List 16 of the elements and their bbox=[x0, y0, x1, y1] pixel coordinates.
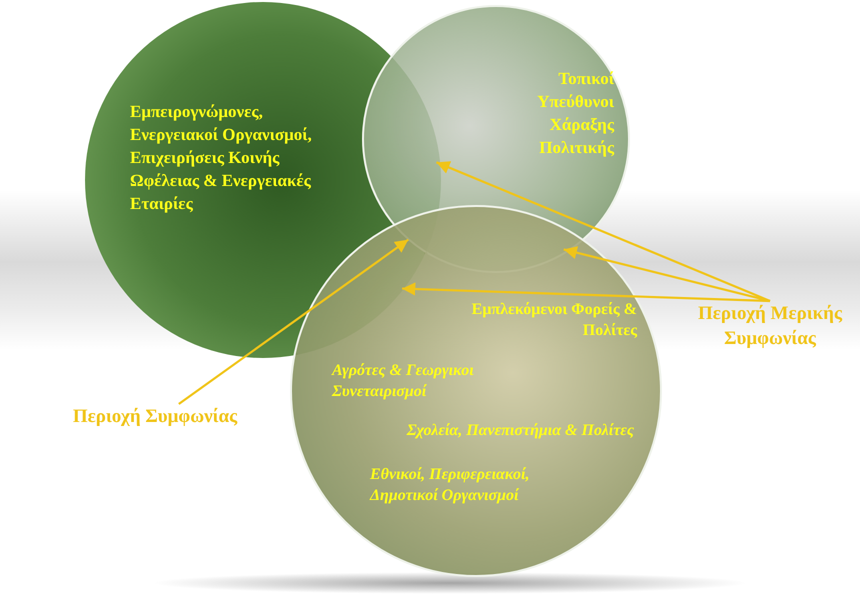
leader-arrow bbox=[436, 161, 770, 302]
group-label: Εμπειρογνώμονες, Ενεργειακοί Οργανισμοί, Επιχειρήσεις Κοινής Ωφέλειας & Ενεργειακές Εταιρίες bbox=[130, 101, 313, 215]
leader-arrow bbox=[178, 238, 409, 405]
leader-arrow bbox=[402, 282, 770, 302]
overlap-region bbox=[426, 205, 584, 273]
group-label: Αγρότες & Γεωργικοι Συνεταιρισμοί bbox=[332, 361, 475, 402]
group-label: Εθνικοί, Περιφερειακοί, Δημοτικοί Οργανισμοί bbox=[370, 465, 530, 506]
group-label: Σχολεία, Πανεπιστήμια & Πολίτες bbox=[406, 421, 634, 441]
overlap-region bbox=[294, 225, 424, 354]
leader-arrow bbox=[563, 246, 770, 302]
group-label: Τοπικοί Υπεύθυνοι Χάραξης Πολιτικής bbox=[536, 68, 614, 159]
overlap-region bbox=[362, 57, 441, 224]
group-label: Εμπλεκόμενοι Φορείς & Πολίτες bbox=[470, 300, 637, 341]
region-label: Περιοχή Μερικής Συμφωνίας bbox=[690, 301, 850, 351]
region-label: Περιοχή Συμφωνίας bbox=[70, 404, 240, 429]
overlap-region bbox=[393, 209, 438, 253]
